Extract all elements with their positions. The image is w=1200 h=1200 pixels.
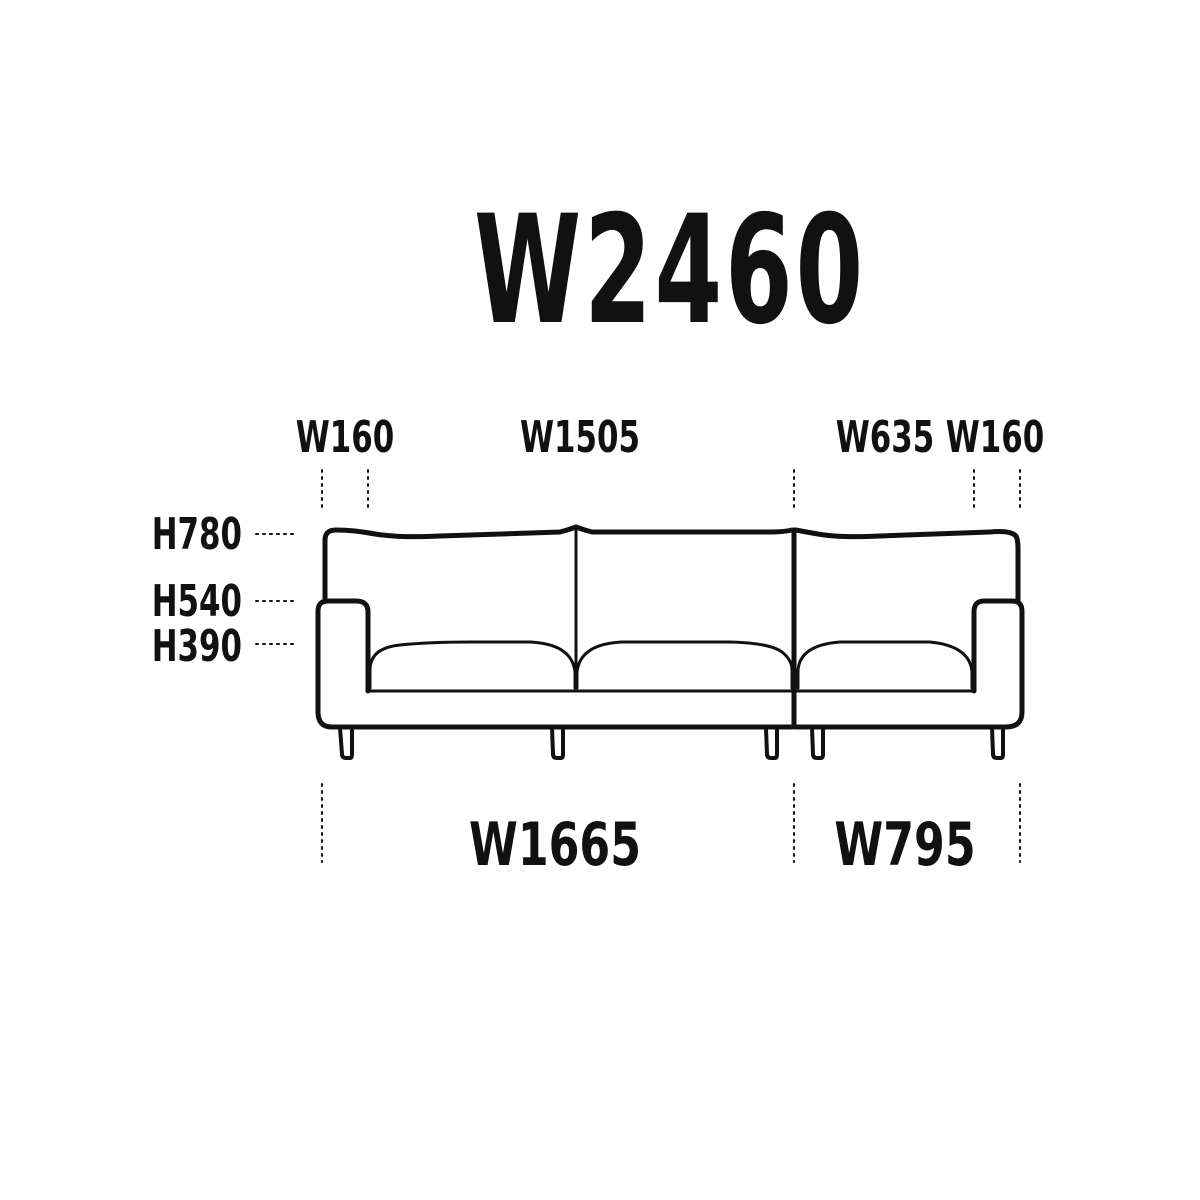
module-right-width-label: W795 (834, 810, 976, 880)
leg-4 (810, 726, 825, 760)
bottom-guide-lines (321, 783, 1021, 863)
seat-right-width-label: W635 (835, 412, 935, 463)
height-guide-lines (255, 533, 297, 645)
seat-height-label: H390 (151, 621, 242, 672)
top-guide-lines (321, 469, 1021, 513)
module-left-width-label: W1665 (468, 810, 642, 880)
sofa-right-module (791, 527, 1025, 730)
arm-left-width-label: W160 (295, 412, 395, 463)
seat-cushion-3 (796, 640, 974, 690)
base-left (315, 598, 795, 730)
seat-cushion-1 (368, 640, 577, 690)
leg-2 (550, 726, 565, 760)
backrest-right (793, 527, 1021, 603)
arm-right-width-label: W160 (945, 412, 1045, 463)
arm-height-label: H540 (151, 576, 242, 627)
total-width-label: W2460 (473, 184, 867, 358)
leg-5 (990, 726, 1005, 760)
sofa-left-module (315, 524, 795, 730)
sofa-right-details (794, 640, 976, 693)
backrest-left (322, 524, 795, 603)
leg-3 (764, 726, 779, 760)
sofa-left-details (366, 527, 794, 693)
seat-cushion-2 (575, 640, 794, 690)
back-height-label: H780 (151, 509, 242, 560)
sofa-legs (338, 726, 1005, 760)
leg-1 (338, 726, 354, 760)
base-right (793, 598, 1025, 730)
seat-left-width-label: W1505 (519, 412, 640, 463)
